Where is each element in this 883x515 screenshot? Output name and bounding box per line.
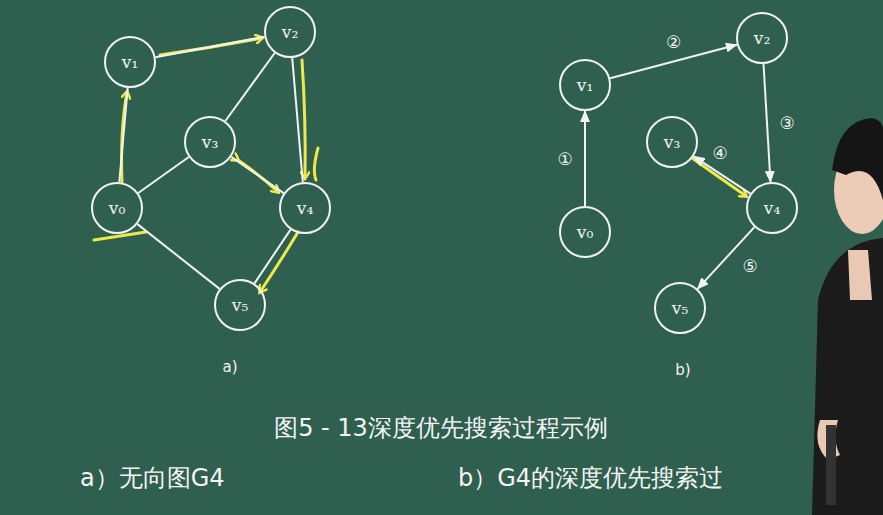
- graph-edge: [119, 88, 127, 182]
- step-number: ②: [666, 32, 681, 52]
- graph-vertex: v₄: [279, 182, 331, 234]
- graph-vertex: v₁: [559, 59, 611, 111]
- graph-vertex: v₂: [264, 6, 316, 58]
- graph-vertex: v₄: [746, 182, 798, 234]
- graph-edge: [225, 53, 274, 121]
- graph-edge: [764, 64, 771, 182]
- vertex-label: v₀: [577, 222, 593, 242]
- graph-edge: [137, 224, 219, 289]
- vertex-label: v₅: [232, 295, 248, 315]
- graph-edge: [254, 230, 290, 284]
- vertex-label: v₂: [754, 28, 770, 48]
- vertex-label: v₂: [282, 22, 298, 42]
- step-number: ①: [557, 149, 572, 169]
- vertex-label: v₄: [297, 198, 313, 218]
- figure-caption: 图5 - 13深度优先搜索过程示例: [274, 412, 608, 444]
- step-number: ④: [712, 143, 727, 163]
- graph-edge: [292, 58, 303, 182]
- graph-vertex: v₃: [184, 116, 236, 168]
- step-number: ③: [779, 113, 794, 133]
- graph-vertex: v₀: [559, 206, 611, 258]
- vertex-label: v₁: [577, 75, 593, 95]
- graph-vertex: v₀: [91, 182, 143, 234]
- vertex-label: v₃: [664, 132, 680, 152]
- vertex-label: v₃: [202, 132, 218, 152]
- graph-edge: [156, 37, 265, 57]
- graph-vertex: v₂: [736, 12, 788, 64]
- vertex-label: v₄: [764, 198, 780, 218]
- graph-vertex: v₁: [104, 36, 156, 88]
- vertex-label: v₁: [122, 52, 138, 72]
- step-number: ⑤: [742, 256, 757, 276]
- graph-edge: [231, 157, 283, 193]
- sub-caption: b): [675, 361, 690, 379]
- sub-caption: b）G4的深度优先搜索过: [458, 462, 723, 494]
- graph-vertex: v₅: [654, 282, 706, 334]
- graph-edge: [584, 111, 586, 206]
- graph-vertex: v₅: [214, 279, 266, 331]
- sub-caption: a）无向图G4: [80, 462, 225, 494]
- vertex-label: v₀: [109, 198, 125, 218]
- sub-caption: a): [222, 358, 237, 376]
- graph-vertex: v₃: [646, 116, 698, 168]
- graph-edge: [138, 157, 189, 193]
- vertex-label: v₅: [672, 298, 688, 318]
